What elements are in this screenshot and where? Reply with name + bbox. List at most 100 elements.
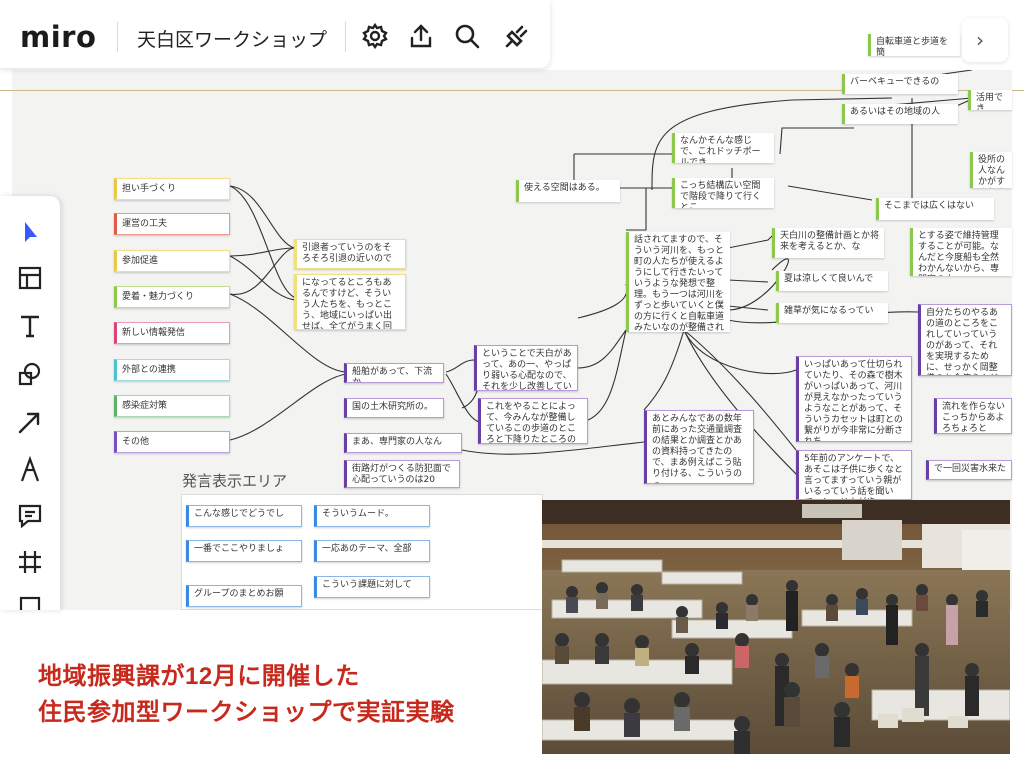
category-sticky[interactable]: 外部との連携 — [114, 359, 230, 381]
note-sticky[interactable]: で一回災害水来た — [926, 460, 1012, 480]
speech-sticky[interactable]: 一応あのテーマ、全部 — [314, 540, 430, 562]
sticky-text: ということで天白があって、あの一、やっぱり弱いる心配なので、それを少し改善してい — [482, 349, 572, 391]
note-sticky[interactable]: 自分たちのやるあの道のところをこれしていっていうのがあって、それを実現するために… — [918, 304, 1012, 376]
sticky-text: あとみんなであの数年前にあった交通量調査の結果とか調査とかあの資料持ってきたので… — [652, 414, 743, 483]
category-sticky[interactable]: 新しい情報発信 — [114, 322, 230, 344]
shapes-icon[interactable] — [16, 360, 44, 388]
sticky-text: 5年前のアンケートで、あそこは子供に歩くなと言ってますっていう親がいるっていう話… — [804, 454, 904, 499]
chevron-right-icon: › — [976, 28, 984, 52]
section-title: 発言表示エリア — [182, 472, 288, 490]
sticky-text: 街路灯がつくる防犯面で心配っていうのは20 — [352, 464, 451, 485]
sticky-text: バーベキューできるの — [850, 77, 940, 87]
search-icon[interactable] — [453, 22, 481, 50]
note-sticky[interactable]: あるいはその地域の人 — [842, 104, 958, 124]
sticky-text: こんな感じでどうでし — [194, 509, 285, 519]
board-name[interactable]: 天白区ワークショップ — [137, 29, 328, 51]
sticky-text: 役所の人なんかがするため — [978, 155, 1006, 187]
sticky-text: とする姿で維持管理することが可能。なんだと今度船も全然わかんないから、専門家の人 — [918, 231, 1000, 276]
category-sticky[interactable]: 参加促進 — [114, 250, 230, 272]
sticky-text: になってるところもあるんですけど、そういう人たちを、もっとこう、地域にいっぱい出… — [302, 278, 393, 330]
sticky-text: そこまでは広くはない — [884, 201, 975, 211]
note-sticky[interactable]: これをやることによって、今みんなが整備しているこの歩道のところと下降りたところの — [478, 398, 588, 444]
note-sticky[interactable]: あとみんなであの数年前にあった交通量調査の結果とか調査とかあの資料持ってきたので… — [644, 410, 754, 484]
note-sticky[interactable]: になってるところもあるんですけど、そういう人たちを、もっとこう、地域にいっぱい出… — [294, 274, 406, 330]
arrow-icon[interactable] — [16, 408, 44, 436]
top-bar: miro 天白区ワークショップ — [0, 0, 550, 68]
category-sticky[interactable]: 愛着・魅力づくり — [114, 286, 230, 308]
workshop-photo — [542, 500, 1010, 754]
page-rule — [0, 90, 1024, 91]
sticky-text: 話されてますので、そういう河川を、もっと町の人たちが使えるようにして行きたいって… — [634, 235, 725, 332]
category-sticky[interactable]: その他 — [114, 431, 230, 453]
note-sticky[interactable]: 雑草が気になるってい — [776, 303, 888, 323]
sticky-text: 愛着・魅力づくり — [122, 292, 195, 302]
frame-icon[interactable] — [16, 548, 44, 576]
note-sticky[interactable]: 自転車道と歩道を簡 — [868, 34, 960, 56]
sticky-text: 夏は涼しくて良いんで — [784, 274, 874, 284]
sticky-text: 天白川の整備計画とか将来を考えるとか、な — [780, 231, 880, 252]
sticky-text: 一番でここやりましょ — [194, 544, 285, 554]
sticky-text: あるいはその地域の人 — [850, 107, 941, 117]
note-sticky[interactable]: なんかそんな感じで、これドッチボールでき — [672, 133, 774, 163]
note-sticky[interactable]: 引退者っていうのをそろそろ引退の近いので — [294, 239, 406, 269]
sticky-text: 新しい情報発信 — [122, 328, 186, 338]
speech-sticky[interactable]: そういうムード。 — [314, 505, 430, 527]
category-sticky[interactable]: 運営の工夫 — [114, 213, 230, 235]
note-sticky[interactable]: 船舶があって、下流か — [344, 363, 444, 383]
sticky-text: 雑草が気になるってい — [784, 306, 874, 316]
speech-sticky[interactable]: グループのまとめお願 — [186, 585, 302, 607]
settings-icon[interactable] — [361, 22, 389, 50]
more-icon[interactable] — [16, 594, 44, 610]
note-sticky[interactable]: 天白川の整備計画とか将来を考えるとか、な — [772, 228, 884, 258]
note-sticky[interactable]: 活用でき — [968, 90, 1012, 110]
note-sticky[interactable]: 5年前のアンケートで、あそこは子供に歩くなと言ってますっていう親がいるっていう話… — [796, 450, 912, 500]
sticky-text: 使える空間はある。 — [524, 183, 605, 193]
note-sticky[interactable]: いっぱいあって仕切られていたり、その森で樹木がいっぱいあって、河川が見えなかった… — [796, 356, 912, 442]
sticky-text: 活用でき — [976, 93, 1004, 110]
headline-line-2: 住民参加型ワークショップで実証実験 — [38, 699, 455, 726]
note-sticky[interactable]: 役所の人なんかがするため — [970, 152, 1012, 188]
cursor-icon[interactable] — [16, 218, 44, 246]
note-sticky[interactable]: 夏は涼しくて良いんで — [776, 271, 888, 291]
sticky-text: 国の土木研究所の。 — [352, 402, 434, 412]
sticky-text: 引退者っていうのをそろそろ引退の近いので — [302, 243, 393, 264]
speech-sticky[interactable]: 一番でここやりましょ — [186, 540, 302, 562]
headline-line-1: 地域振興課が12月に開催した — [38, 663, 360, 690]
note-sticky[interactable]: そこまでは広くはない — [876, 198, 994, 220]
divider — [345, 22, 346, 52]
note-sticky[interactable]: バーベキューできるの — [842, 74, 958, 94]
sticky-text: まあ、専門家の人なん — [352, 437, 443, 447]
text-icon[interactable] — [16, 312, 44, 340]
sticky-text: 参加促進 — [122, 256, 159, 266]
category-sticky[interactable]: 感染症対策 — [114, 395, 230, 417]
sticky-text: 感染症対策 — [122, 401, 168, 411]
note-sticky[interactable]: とする姿で維持管理することが可能。なんだと今度船も全然わかんないから、専門家の人 — [910, 228, 1012, 276]
sticky-text: 外部との連携 — [122, 365, 176, 375]
miro-logo[interactable]: miro — [20, 20, 97, 54]
note-sticky[interactable]: こっち結構広い空間で階段で降りて行くとこ — [672, 178, 774, 208]
pen-icon[interactable] — [16, 456, 44, 484]
note-sticky[interactable]: 街路灯がつくる防犯面で心配っていうのは20 — [344, 460, 460, 488]
sticky-text: 一応あのテーマ、全部 — [322, 544, 412, 554]
sticky-text: 船舶があって、下流か — [352, 367, 433, 383]
upload-icon[interactable] — [407, 22, 435, 50]
note-sticky[interactable]: まあ、専門家の人なん — [344, 433, 462, 453]
sticky-text: 自分たちのやるあの道のところをこれしていっていうのがあって、それを実現するために… — [926, 308, 999, 375]
comment-icon[interactable] — [16, 502, 44, 530]
sticky-text: いっぱいあって仕切られていたり、その森で樹木がいっぱいあって、河川が見えなかった… — [804, 360, 904, 442]
sticky-text: なんかそんな感じで、これドッチボールでき — [680, 136, 761, 163]
sticky-text: グループのまとめお願 — [194, 589, 284, 599]
note-sticky[interactable]: ということで天白があって、あの一、やっぱり弱いる心配なので、それを少し改善してい — [474, 345, 578, 391]
sticky-text: 流れを作らないこっちからあよろちょろと — [942, 402, 1006, 434]
note-sticky[interactable]: 流れを作らないこっちからあよろちょろと — [934, 398, 1012, 434]
template-icon[interactable] — [16, 264, 44, 292]
category-sticky[interactable]: 担い手づくり — [114, 178, 230, 200]
note-sticky[interactable]: 話されてますので、そういう河川を、もっと町の人たちが使えるようにして行きたいって… — [626, 232, 730, 332]
note-sticky[interactable]: 国の土木研究所の。 — [344, 398, 444, 418]
speech-sticky[interactable]: こういう課題に対して — [314, 576, 430, 598]
divider — [117, 22, 118, 52]
speech-sticky[interactable]: こんな感じでどうでし — [186, 505, 302, 527]
note-sticky[interactable]: 使える空間はある。 — [516, 180, 620, 202]
collapse-panel-button[interactable]: › — [962, 18, 1008, 62]
plugin-icon[interactable] — [503, 22, 531, 50]
